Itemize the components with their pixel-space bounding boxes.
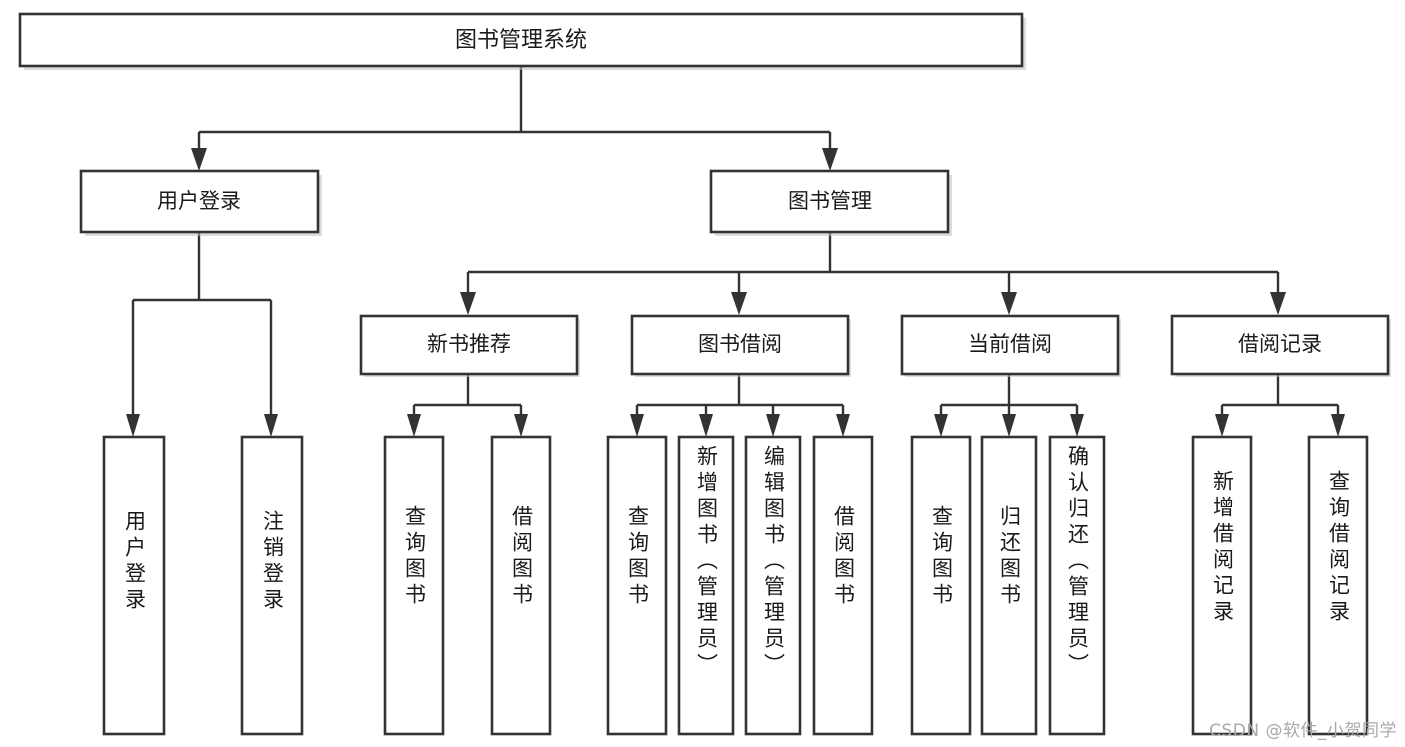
leaf-query-record-box[interactable] bbox=[1307, 435, 1369, 736]
root-box bbox=[18, 12, 1024, 68]
arrowhead-leaf-query-record bbox=[1331, 414, 1345, 437]
book-borrow-box bbox=[630, 314, 850, 376]
arrowhead-new-book-recommend bbox=[460, 292, 476, 315]
arrowhead-leaf-query-book-1 bbox=[407, 414, 421, 437]
leaf-borrow-book-2-box[interactable] bbox=[812, 435, 874, 736]
leaf-add-record-box[interactable] bbox=[1191, 435, 1253, 736]
arrowhead-leaf-query-book-3 bbox=[934, 414, 948, 437]
user-login-label: 用户登录 bbox=[157, 189, 241, 213]
leaf-logout-login-box[interactable] bbox=[240, 435, 304, 736]
leaf-confirm-return-box[interactable] bbox=[1048, 435, 1106, 736]
arrowhead-leaf-add-record bbox=[1215, 414, 1229, 437]
leaf-user-login-box[interactable] bbox=[102, 435, 166, 736]
arrowhead-leaf-return-book bbox=[1002, 414, 1016, 437]
arrowhead-borrow-record bbox=[1270, 292, 1286, 315]
arrowhead-leaf-borrow-book-2 bbox=[836, 414, 850, 437]
new-book-recommend-label: 新书推荐 bbox=[427, 332, 511, 356]
leaf-box-layer bbox=[102, 435, 1369, 736]
arrowhead-book-borrow bbox=[731, 292, 747, 315]
arrowhead-current-borrow bbox=[1001, 292, 1017, 315]
borrow-record-label: 借阅记录 bbox=[1238, 332, 1322, 356]
leaf-borrow-book-1-box[interactable] bbox=[490, 435, 552, 736]
leaf-query-book-3-box[interactable] bbox=[910, 435, 972, 736]
current-borrow-box bbox=[900, 314, 1120, 376]
leaf-query-book-2-box[interactable] bbox=[606, 435, 668, 736]
leaf-query-book-1-box[interactable] bbox=[383, 435, 445, 736]
connector-layer bbox=[126, 66, 1345, 437]
watermark: CSDN @软件_小贺同学 bbox=[1209, 721, 1397, 741]
leaf-return-book-box[interactable] bbox=[980, 435, 1038, 736]
book-management-label: 图书管理 bbox=[788, 189, 872, 213]
new-book-recommend-box bbox=[359, 314, 579, 376]
node-borrow-record[interactable]: 借阅记录 bbox=[1170, 314, 1391, 377]
arrowhead-leaf-query-book-2 bbox=[630, 414, 644, 437]
node-book-borrow[interactable]: 图书借阅 bbox=[630, 314, 851, 377]
arrowhead-leaf-logout-login bbox=[264, 414, 278, 437]
arrowhead-leaf-user-login bbox=[126, 414, 140, 437]
node-book-management[interactable]: 图书管理 bbox=[709, 169, 952, 236]
arrowhead-leaf-add-book bbox=[699, 414, 713, 437]
arrowhead-leaf-borrow-book-1 bbox=[514, 414, 528, 437]
node-user-login[interactable]: 用户登录 bbox=[79, 169, 322, 236]
node-new-book-recommend[interactable]: 新书推荐 bbox=[359, 314, 580, 377]
arrowhead-user-login bbox=[191, 148, 207, 171]
root-label: 图书管理系统 bbox=[455, 28, 587, 53]
borrow-record-box bbox=[1170, 314, 1390, 376]
leaf-edit-book-box[interactable] bbox=[744, 435, 802, 736]
leaf-add-book-box[interactable] bbox=[677, 435, 735, 736]
book-borrow-label: 图书借阅 bbox=[698, 332, 782, 356]
book-management-box bbox=[709, 169, 950, 234]
node-current-borrow[interactable]: 当前借阅 bbox=[900, 314, 1121, 377]
current-borrow-label: 当前借阅 bbox=[968, 332, 1052, 356]
arrowhead-book-management bbox=[822, 148, 838, 171]
arrowhead-leaf-confirm-return bbox=[1070, 414, 1084, 437]
user-login-box bbox=[79, 169, 320, 234]
arrowhead-leaf-edit-book bbox=[766, 414, 780, 437]
node-root[interactable]: 图书管理系统 bbox=[18, 12, 1026, 70]
